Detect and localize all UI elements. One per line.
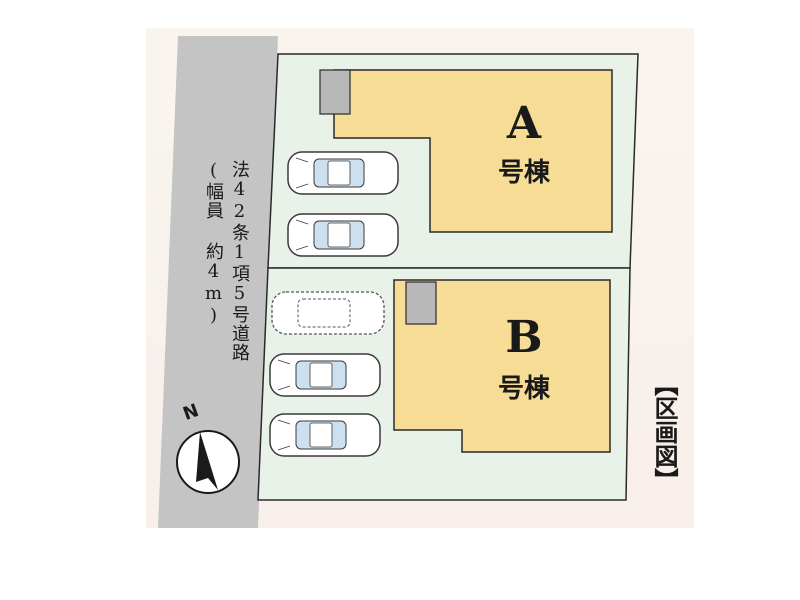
road-width-text: (幅員 約4m): [203, 160, 224, 327]
lot-a-label: 号棟: [497, 158, 550, 188]
car-icon: [287, 151, 399, 195]
road-type-text: 法42条1項5号道路: [229, 160, 250, 362]
storage-shed-icon: [405, 281, 437, 325]
car-icon: [269, 413, 381, 457]
road: [158, 36, 278, 528]
compass-icon: [176, 430, 240, 494]
road-label: 法42条1項5号道路 (幅員 約4m): [196, 160, 252, 362]
lot-a-letter: A: [506, 98, 542, 149]
car-icon: [287, 213, 399, 257]
car-outline-icon: [271, 291, 385, 335]
lot-b-letter: B: [505, 312, 543, 363]
storage-shed-icon: [319, 69, 351, 115]
building-a: [333, 69, 613, 233]
lot-b-label: 号棟: [497, 374, 550, 404]
building-b: [393, 279, 611, 453]
car-icon: [269, 353, 381, 397]
map-title: 【区画図】: [650, 372, 678, 492]
